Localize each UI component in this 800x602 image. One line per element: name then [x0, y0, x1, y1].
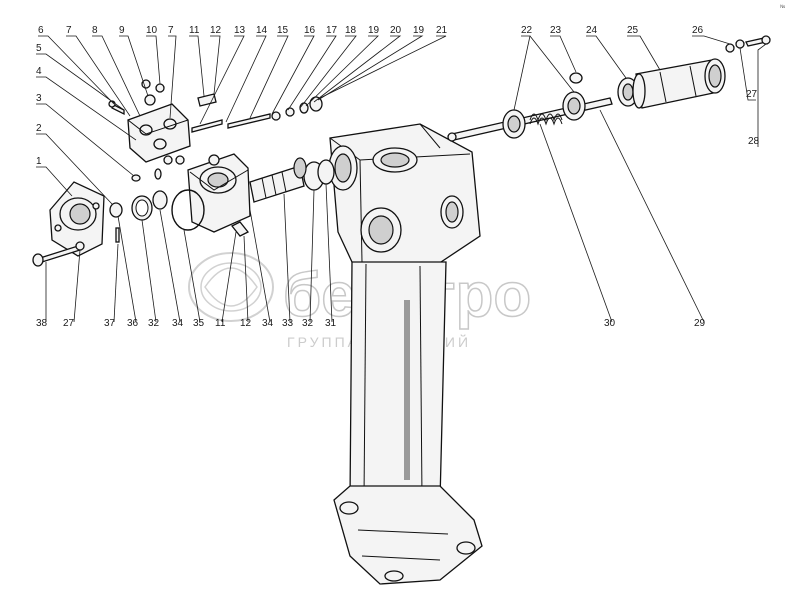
steering-tube-25 — [632, 58, 726, 109]
callout-13: 13 — [234, 25, 246, 36]
bearing-upper — [562, 91, 586, 121]
callout-34: 34 — [172, 318, 184, 329]
callout-21: 21 — [436, 25, 448, 36]
gear-shaft — [249, 157, 335, 203]
callout-5: 5 — [36, 43, 42, 54]
callout-12: 12 — [240, 318, 252, 329]
cover-flange — [49, 181, 105, 257]
callout-10: 10 — [146, 25, 158, 36]
callout-29: 29 — [694, 318, 706, 329]
callout-28: 28 — [748, 136, 760, 147]
callout-7: 7 — [168, 25, 174, 36]
callout-27: 27 — [63, 318, 75, 329]
callout-31: 31 — [325, 318, 337, 329]
corner-mark: № — [780, 4, 785, 10]
callout-22: 22 — [521, 25, 533, 36]
callout-19: 19 — [413, 25, 425, 36]
pump-housing — [187, 153, 251, 237]
callout-6: 6 — [38, 25, 44, 36]
callout-3: 3 — [36, 93, 42, 104]
callout-26: 26 — [692, 25, 704, 36]
callout-2: 2 — [36, 123, 42, 134]
callout-38: 38 — [36, 318, 48, 329]
callout-30: 30 — [604, 318, 616, 329]
callout-4: 4 — [36, 66, 42, 77]
callout-20: 20 — [390, 25, 402, 36]
callout-25: 25 — [627, 25, 639, 36]
callout-7: 7 — [66, 25, 72, 36]
callout-35: 35 — [193, 318, 205, 329]
callout-37: 37 — [104, 318, 116, 329]
callout-34: 34 — [262, 318, 274, 329]
callout-36: 36 — [127, 318, 139, 329]
callout-14: 14 — [256, 25, 268, 36]
leader-lines — [36, 35, 767, 323]
callout-33: 33 — [282, 318, 294, 329]
callout-23: 23 — [550, 25, 562, 36]
spring — [529, 113, 563, 126]
callout-16: 16 — [304, 25, 316, 36]
callout-27: 27 — [746, 89, 758, 100]
callout-17: 17 — [326, 25, 338, 36]
ring-23 — [569, 72, 583, 84]
steering-column-housing — [328, 123, 483, 585]
callout-12: 12 — [210, 25, 222, 36]
callout-9: 9 — [119, 25, 125, 36]
valve-body — [127, 103, 191, 163]
callout-8: 8 — [92, 25, 98, 36]
bearing-lower — [502, 109, 526, 139]
callout-24: 24 — [586, 25, 598, 36]
callout-15: 15 — [277, 25, 289, 36]
callout-32: 32 — [302, 318, 314, 329]
callout-18: 18 — [345, 25, 357, 36]
callout-32: 32 — [148, 318, 160, 329]
callout-1: 1 — [36, 156, 42, 167]
fasteners-right — [725, 35, 771, 53]
callout-19: 19 — [368, 25, 380, 36]
callout-11: 11 — [215, 318, 226, 329]
callout-11: 11 — [189, 25, 200, 36]
